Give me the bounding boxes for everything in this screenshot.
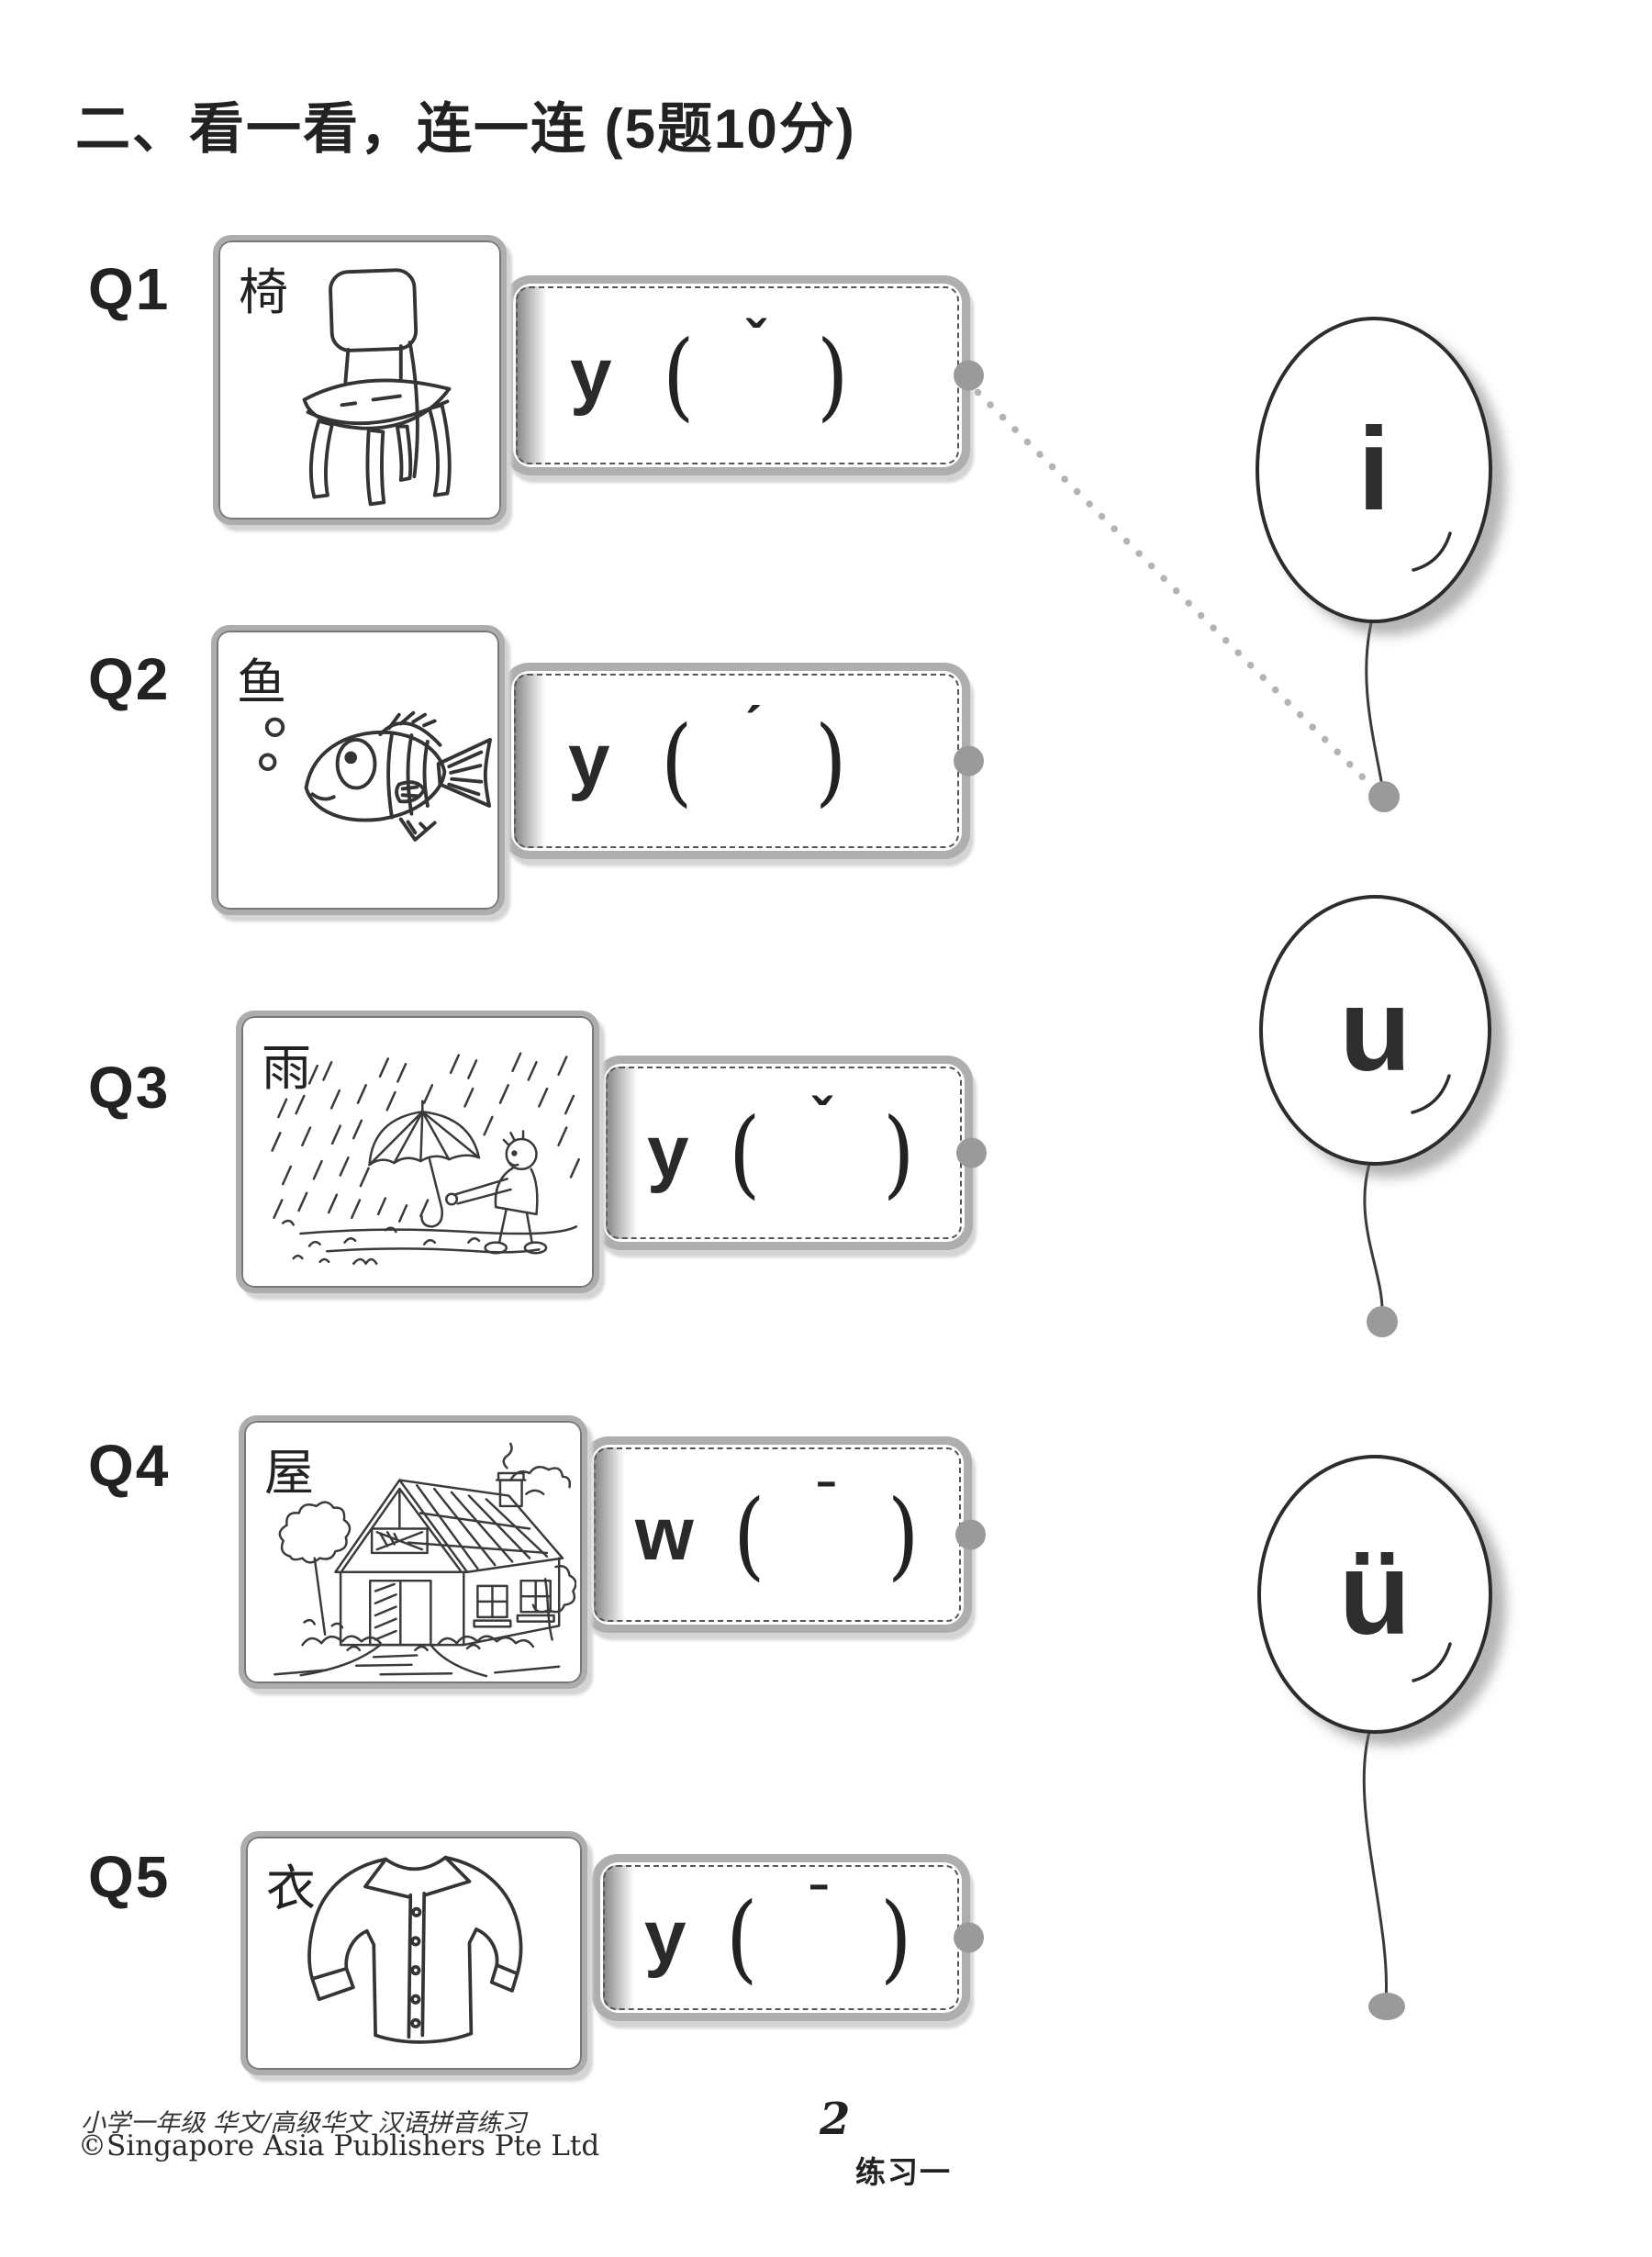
- page-number: 2: [820, 2094, 851, 2145]
- balloon-u-umlaut-letter: ü: [1338, 1528, 1412, 1659]
- pinyin-initial-q1: y: [570, 333, 612, 417]
- question-label-q4: Q4: [88, 1433, 171, 1499]
- picture-box-q3: 雨: [236, 1011, 599, 1293]
- section-title: 二、看一看，连一连 (5题10分): [75, 98, 856, 160]
- picture-box-q4: 屋: [239, 1415, 587, 1689]
- hanzi-label-q1: 椅: [239, 263, 288, 321]
- tone-mark-q5: ˉ: [809, 1872, 829, 1936]
- question-label-q5: Q5: [88, 1844, 171, 1910]
- paren-open: (: [725, 1882, 758, 1994]
- pinyin-tag-q5: y ( ˉ ): [592, 1854, 984, 2021]
- tone-mark-q3: ˇ: [811, 1088, 832, 1151]
- balloon-i-string: [1365, 614, 1385, 792]
- balloon-highlight-icon: [1411, 1074, 1451, 1114]
- balloon-u-letter: u: [1339, 964, 1412, 1096]
- paren-open: (: [660, 705, 693, 817]
- connect-dot-q5[interactable]: [954, 1922, 984, 1953]
- hanzi-label-q3: 雨: [262, 1039, 311, 1097]
- chair-drawing: [224, 246, 496, 514]
- connect-dot-q1[interactable]: [954, 360, 984, 391]
- pinyin-tag-q3: y ( ˇ ): [595, 1056, 987, 1250]
- shirt-drawing: [251, 1842, 576, 2064]
- string-end-dot-u[interactable]: [1367, 1306, 1398, 1337]
- balloon-u-umlaut[interactable]: ü: [1257, 1455, 1492, 1734]
- exercise-label: 练习一: [855, 2154, 952, 2190]
- paren-close: ): [817, 319, 849, 431]
- fish-drawing: [222, 636, 494, 904]
- paren-close: ): [880, 1882, 912, 1994]
- pinyin-initial-q5: y: [644, 1895, 686, 1979]
- string-end-dot-u-umlaut[interactable]: [1368, 1993, 1405, 2020]
- balloon-highlight-icon: [1412, 1642, 1452, 1682]
- paren-close: ): [883, 1097, 915, 1209]
- connect-dot-q2[interactable]: [954, 745, 984, 777]
- footer-copyright: ©Singapore Asia Publishers Pte Ltd: [78, 2129, 600, 2162]
- hanzi-label-q2: 鱼: [237, 654, 286, 711]
- string-end-dot-i[interactable]: [1368, 781, 1400, 812]
- paren-open: (: [728, 1097, 761, 1209]
- pinyin-initial-q3: y: [647, 1111, 689, 1194]
- picture-box-q5: 衣: [240, 1831, 587, 2075]
- pinyin-initial-q4: w: [635, 1492, 694, 1576]
- pinyin-tag-q4: w ( ˉ ): [583, 1436, 986, 1633]
- paren-close: ): [815, 705, 847, 817]
- pinyin-tag-q2: y ( ˊ ): [503, 663, 984, 859]
- question-label-q3: Q3: [88, 1055, 171, 1121]
- paren-open: (: [732, 1479, 765, 1591]
- connect-dot-q3[interactable]: [956, 1137, 987, 1168]
- tone-mark-q4: ˉ: [817, 1469, 836, 1533]
- paren-open: (: [662, 319, 695, 431]
- balloon-highlight-icon: [1412, 531, 1452, 572]
- balloon-u[interactable]: u: [1259, 895, 1491, 1166]
- balloon-i-letter: i: [1357, 404, 1390, 535]
- picture-box-q1: 椅: [213, 235, 507, 525]
- rain-drawing: [247, 1022, 588, 1282]
- pinyin-tag-q1: y ( ˇ ): [505, 275, 984, 475]
- balloon-u-umlaut-string: [1362, 1725, 1389, 2002]
- footer-series-title: 小学一年级 华文/高级华文 汉语拼音练习: [81, 2109, 527, 2138]
- question-label-q1: Q1: [88, 256, 171, 322]
- tone-mark-q1: ˇ: [745, 310, 765, 374]
- paren-close: ): [887, 1479, 920, 1591]
- hanzi-label-q5: 衣: [266, 1860, 316, 1917]
- tone-mark-q2: ˊ: [743, 696, 764, 759]
- question-label-q2: Q2: [88, 646, 171, 712]
- balloon-i[interactable]: i: [1256, 317, 1492, 623]
- connect-dot-q4[interactable]: [955, 1519, 986, 1550]
- hanzi-label-q4: 屋: [264, 1444, 314, 1502]
- house-drawing: [250, 1426, 577, 1678]
- balloon-u-string: [1363, 1156, 1384, 1315]
- pinyin-initial-q2: y: [568, 719, 610, 802]
- picture-box-q2: 鱼: [211, 625, 505, 915]
